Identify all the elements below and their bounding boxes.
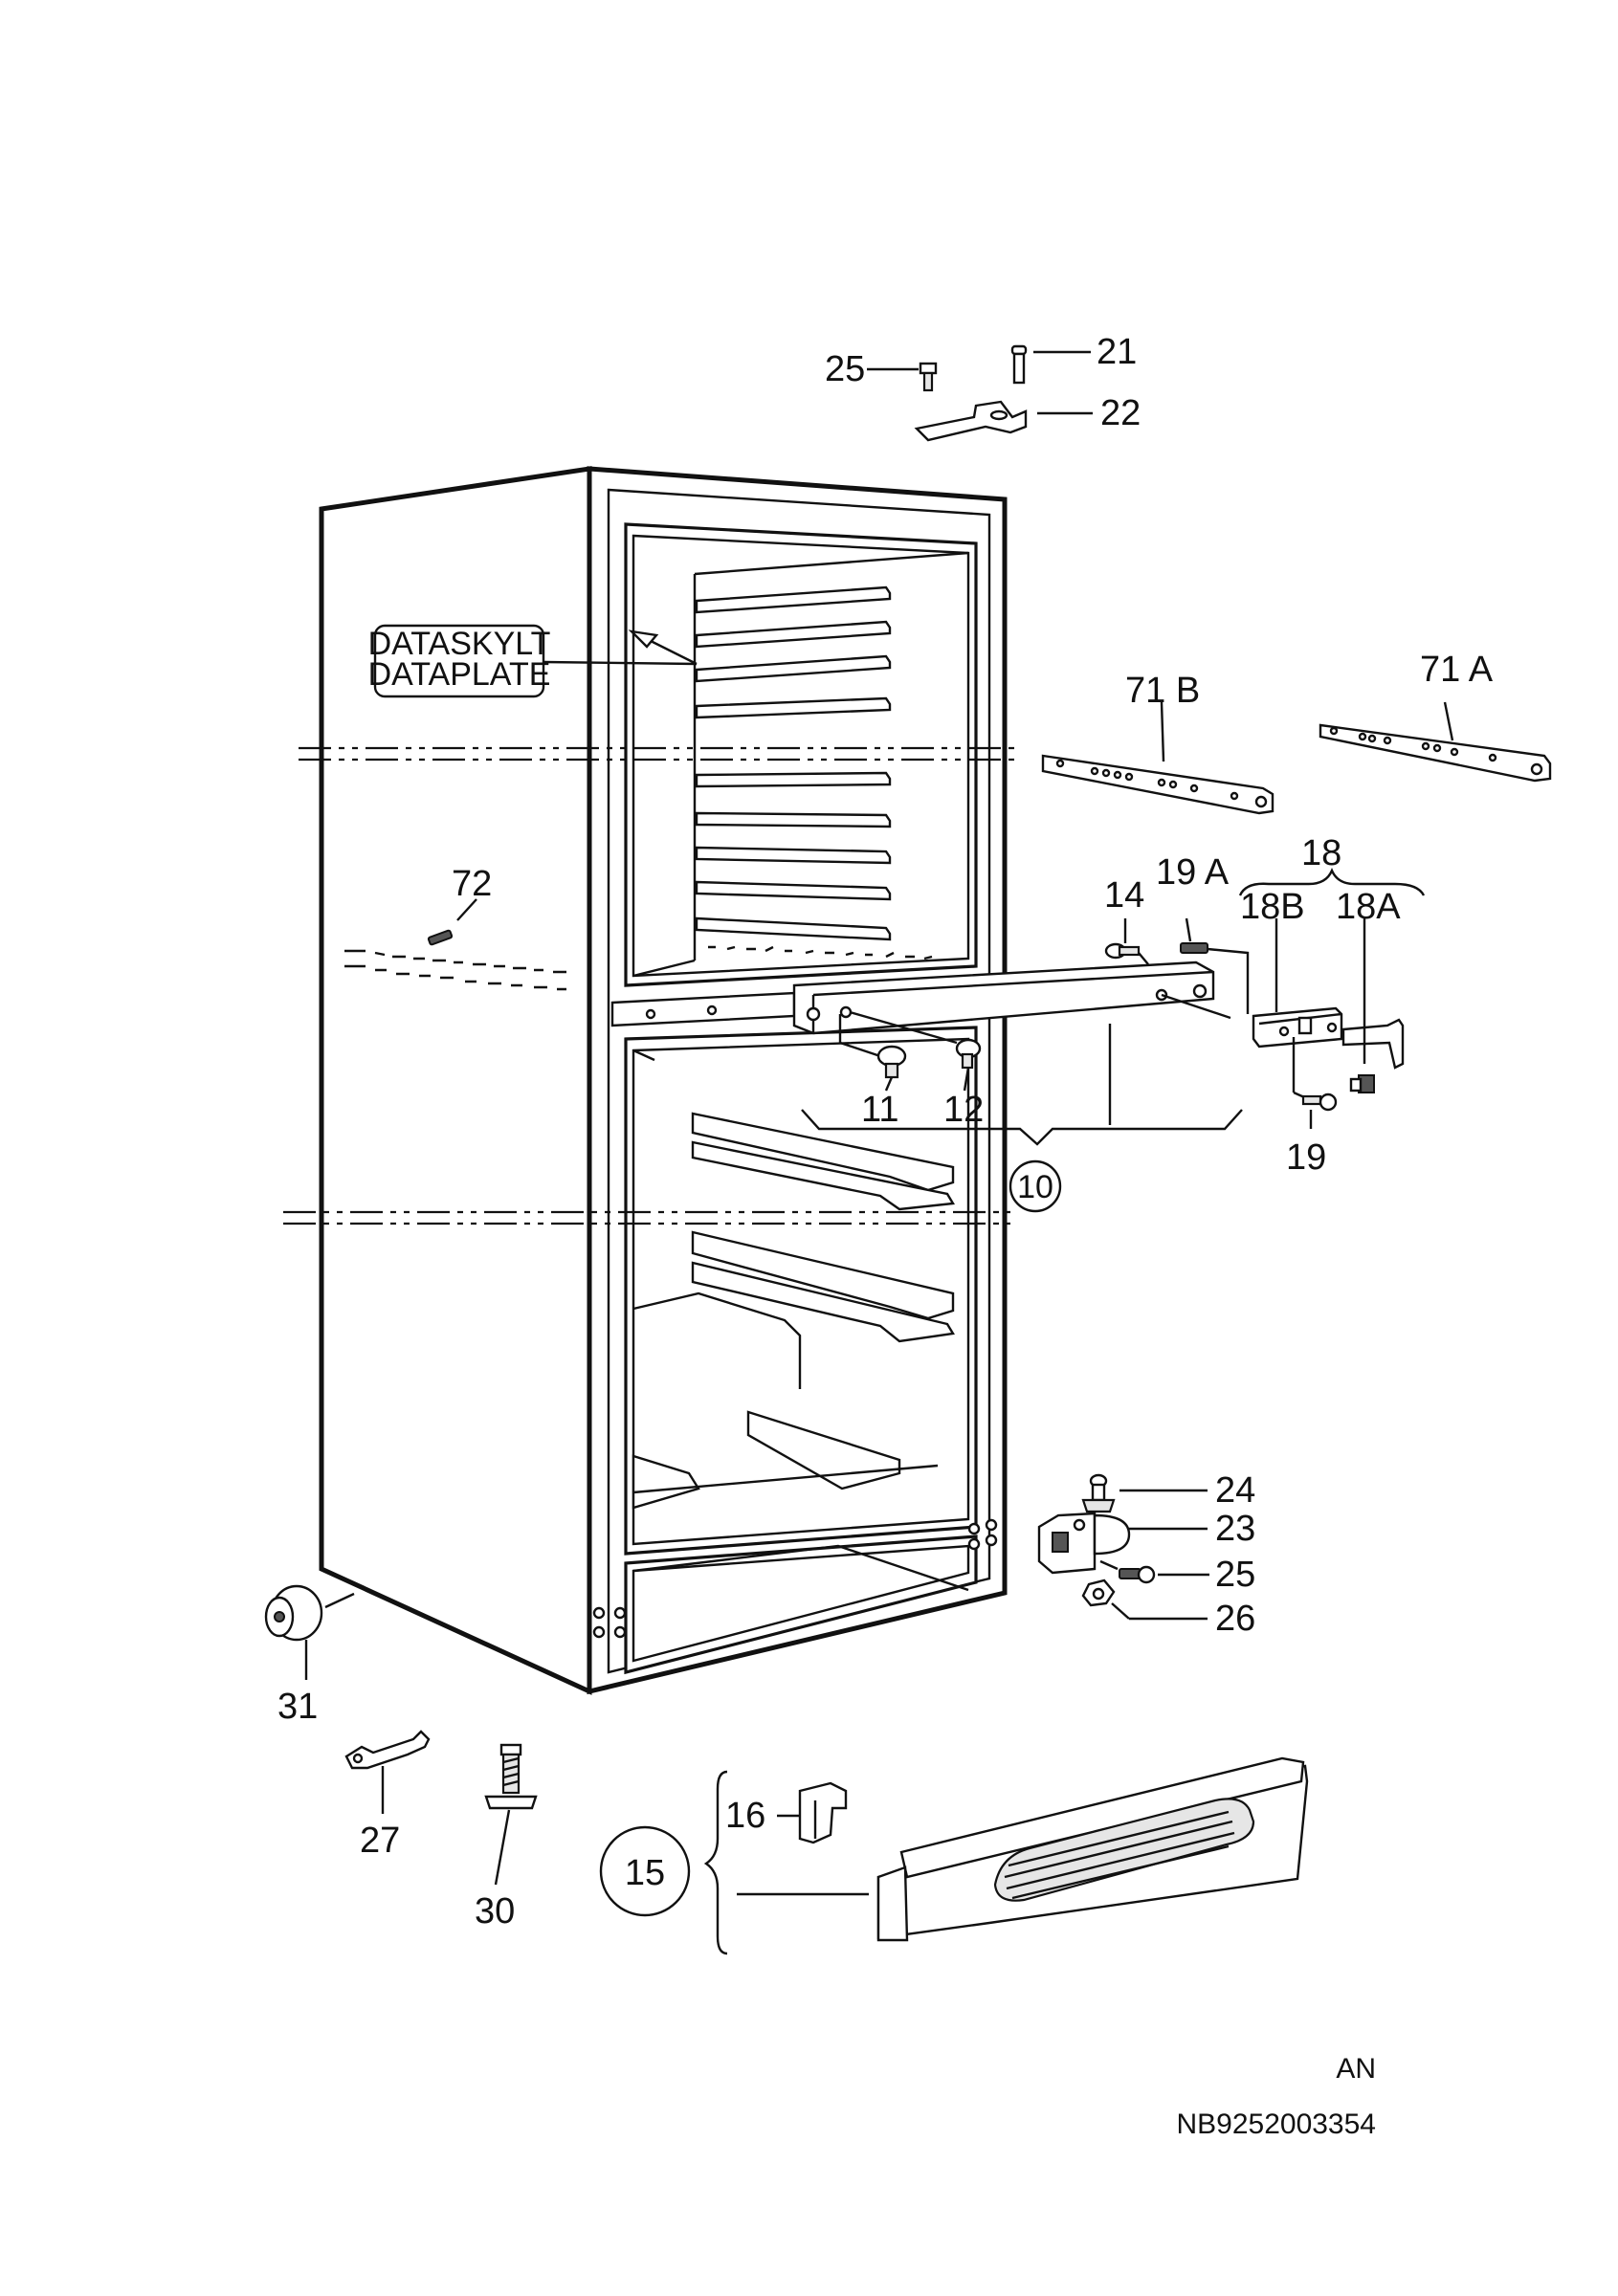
freezer-shelf-ribs — [695, 585, 933, 960]
adjustable-foot-30 — [484, 1743, 538, 1886]
hinge-18b — [1252, 918, 1343, 1049]
screw-12 — [955, 1038, 982, 1070]
label-18a: 18A — [1336, 887, 1401, 927]
cabinet-body — [319, 466, 1008, 1695]
label-71b: 71 B — [1125, 671, 1200, 711]
label-23: 23 — [1215, 1509, 1255, 1549]
clip-16 — [777, 1781, 848, 1844]
plinth-grille-15 — [703, 1756, 1309, 1955]
rail-71a — [1319, 701, 1552, 783]
cross-bar-10 — [792, 960, 1243, 1146]
data-plate-callout — [373, 624, 698, 698]
label-27: 27 — [360, 1821, 400, 1861]
label-14: 14 — [1104, 875, 1144, 916]
screw-14 — [1104, 918, 1149, 965]
label-19a: 19 A — [1156, 852, 1230, 893]
label-26: 26 — [1215, 1599, 1255, 1639]
part-labels: 21 22 25 71 B 71 A 18 19 A 14 18B 18A 72… — [277, 332, 1494, 1932]
pin-21 — [1010, 344, 1091, 385]
nut-26 — [1081, 1578, 1208, 1621]
hinge-bracket-23 — [1037, 1512, 1208, 1575]
hinge-18a — [1341, 918, 1405, 1093]
label-11: 11 — [861, 1090, 898, 1130]
variant-code: AN — [1336, 2053, 1376, 2085]
drawing-number: NB9252003354 — [1176, 2108, 1376, 2140]
wrench-27 — [344, 1730, 431, 1814]
label-25-top: 25 — [825, 349, 865, 389]
label-16: 16 — [725, 1796, 765, 1836]
label-30: 30 — [475, 1891, 515, 1932]
screw-19a — [1180, 917, 1250, 1014]
label-19: 19 — [1286, 1137, 1326, 1178]
label-15: 15 — [625, 1853, 665, 1893]
label-22: 22 — [1100, 393, 1141, 433]
hinge-bracket-22 — [914, 400, 1093, 442]
screw-25-bottom — [1099, 1559, 1209, 1584]
label-24: 24 — [1215, 1470, 1255, 1511]
screw-19 — [1292, 1037, 1338, 1129]
pin-24 — [1081, 1473, 1208, 1513]
callout-line-1: DATASKYLT — [368, 626, 551, 662]
callout-line-2: DATAPLATE — [368, 656, 551, 693]
label-25-bottom: 25 — [1215, 1555, 1255, 1595]
screw-25-top — [867, 362, 938, 392]
label-31: 31 — [277, 1687, 318, 1727]
callout-circle-15 — [599, 1825, 691, 1917]
label-72: 72 — [452, 864, 492, 904]
label-10: 10 — [1017, 1169, 1053, 1205]
label-71a: 71 A — [1420, 650, 1494, 690]
label-21: 21 — [1097, 332, 1137, 372]
bracket-18 — [1238, 867, 1426, 896]
base-screw-holes — [592, 1518, 998, 1639]
label-12: 12 — [943, 1090, 984, 1130]
label-18: 18 — [1301, 833, 1341, 873]
foot-31 — [264, 1584, 355, 1680]
callout-circle-10 — [1008, 1159, 1062, 1213]
side-panel-markings — [344, 949, 566, 991]
fridge-shelf-supports — [632, 1112, 955, 1510]
screw-72 — [427, 898, 477, 946]
label-18b: 18B — [1240, 887, 1305, 927]
rail-71b — [1041, 701, 1274, 815]
